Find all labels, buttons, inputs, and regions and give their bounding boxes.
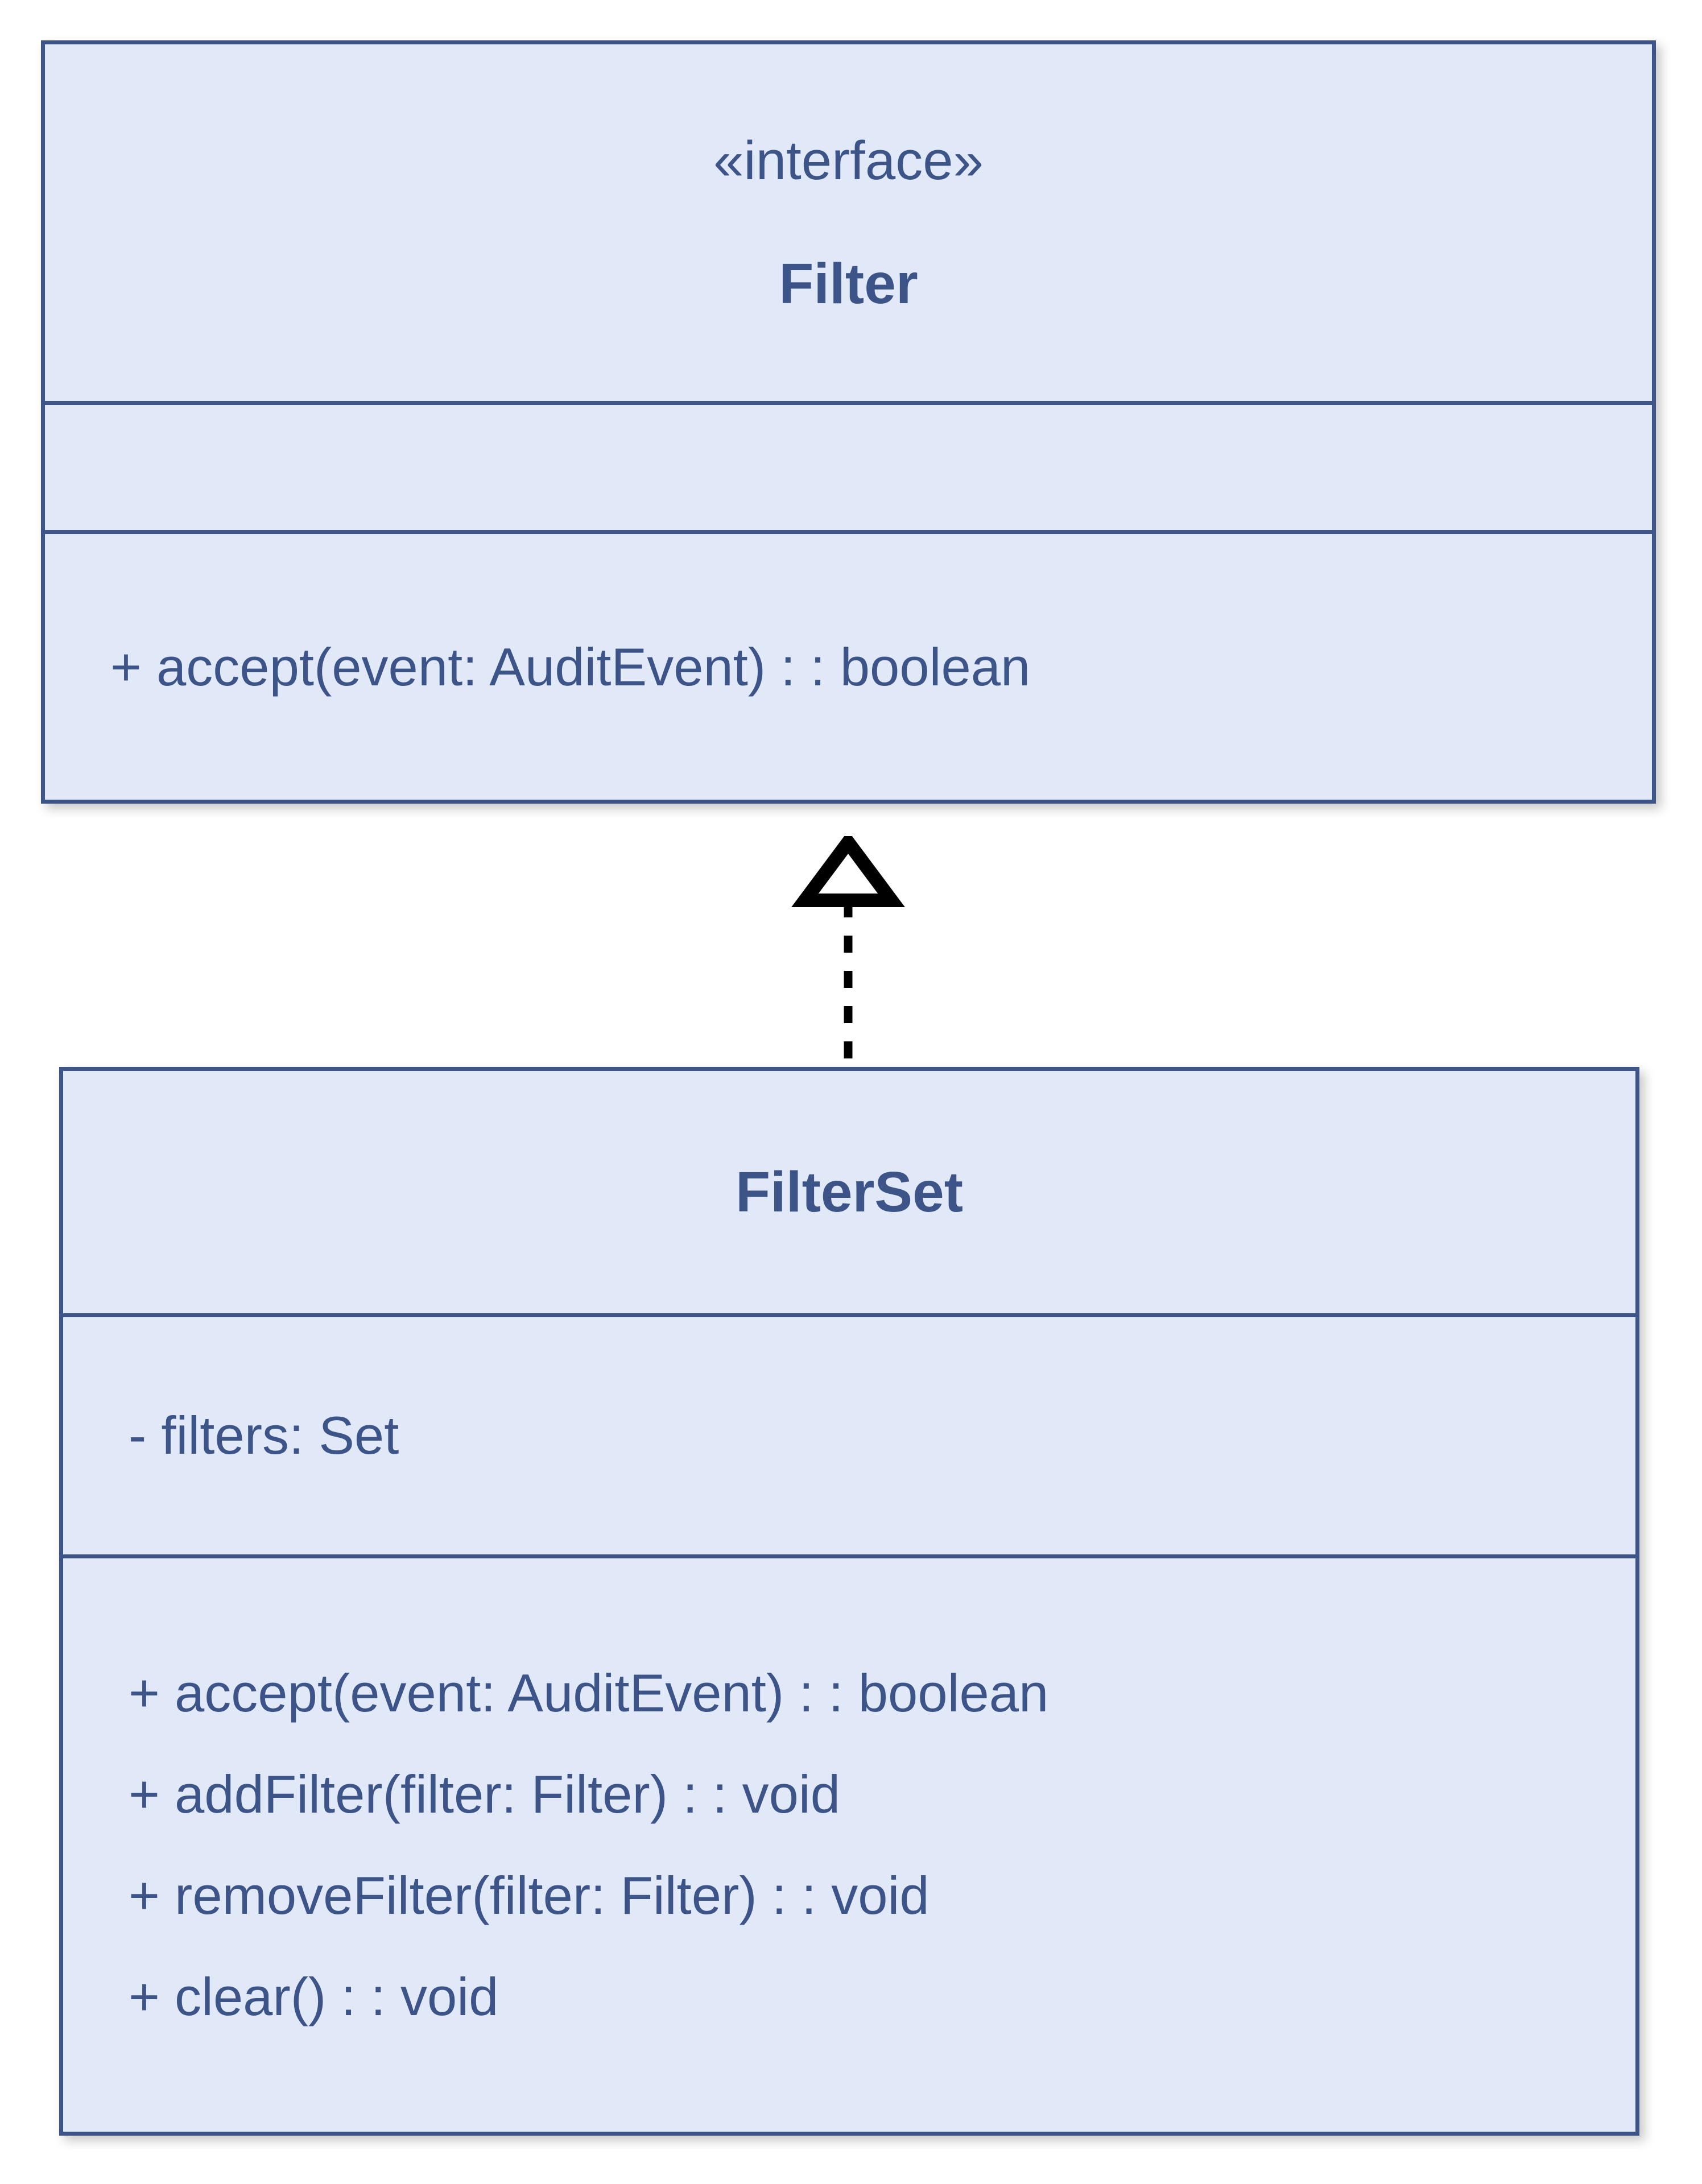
class-name-filter: Filter — [779, 251, 918, 316]
class-methods-filter: + accept(event: AuditEvent) : : boolean — [45, 530, 1652, 800]
realization-connector — [791, 836, 905, 1069]
class-name-filterset: FilterSet — [735, 1160, 964, 1224]
class-header-filterset: FilterSet — [63, 1071, 1635, 1313]
class-header-filter: «interface» Filter — [45, 44, 1652, 401]
attribute-item: - filters: Set — [129, 1405, 399, 1466]
method-item: + accept(event: AuditEvent) : : boolean — [129, 1662, 1049, 1723]
hollow-triangle-arrowhead — [791, 836, 905, 907]
method-item: + addFilter(filter: Filter) : : void — [129, 1764, 841, 1824]
class-attributes-filterset: - filters: Set — [63, 1313, 1635, 1554]
uml-class-filter[interactable]: «interface» Filter + accept(event: Audit… — [41, 40, 1656, 804]
method-item: + removeFilter(filter: Filter) : : void — [129, 1865, 930, 1925]
method-item: + accept(event: AuditEvent) : : boolean — [110, 636, 1031, 697]
method-item: + clear() : : void — [129, 1966, 499, 2026]
class-attributes-filter — [45, 401, 1652, 530]
stereotype-label: «interface» — [713, 130, 984, 191]
uml-class-filterset[interactable]: FilterSet - filters: Set + accept(event:… — [59, 1067, 1639, 2136]
class-methods-filterset: + accept(event: AuditEvent) : : boolean … — [63, 1554, 1635, 2132]
